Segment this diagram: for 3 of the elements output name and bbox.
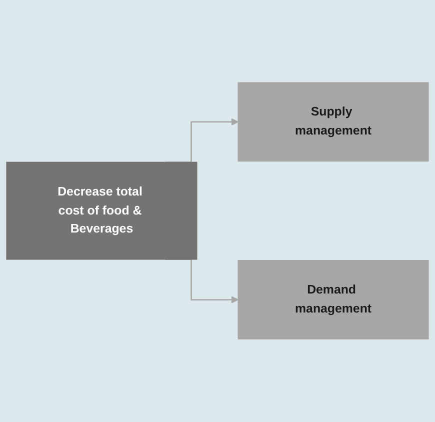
node-box: Decrease total cost of food & Beverages (6, 162, 198, 260)
node-box: Supply management (238, 82, 429, 162)
node-box: Demand management (238, 260, 429, 340)
